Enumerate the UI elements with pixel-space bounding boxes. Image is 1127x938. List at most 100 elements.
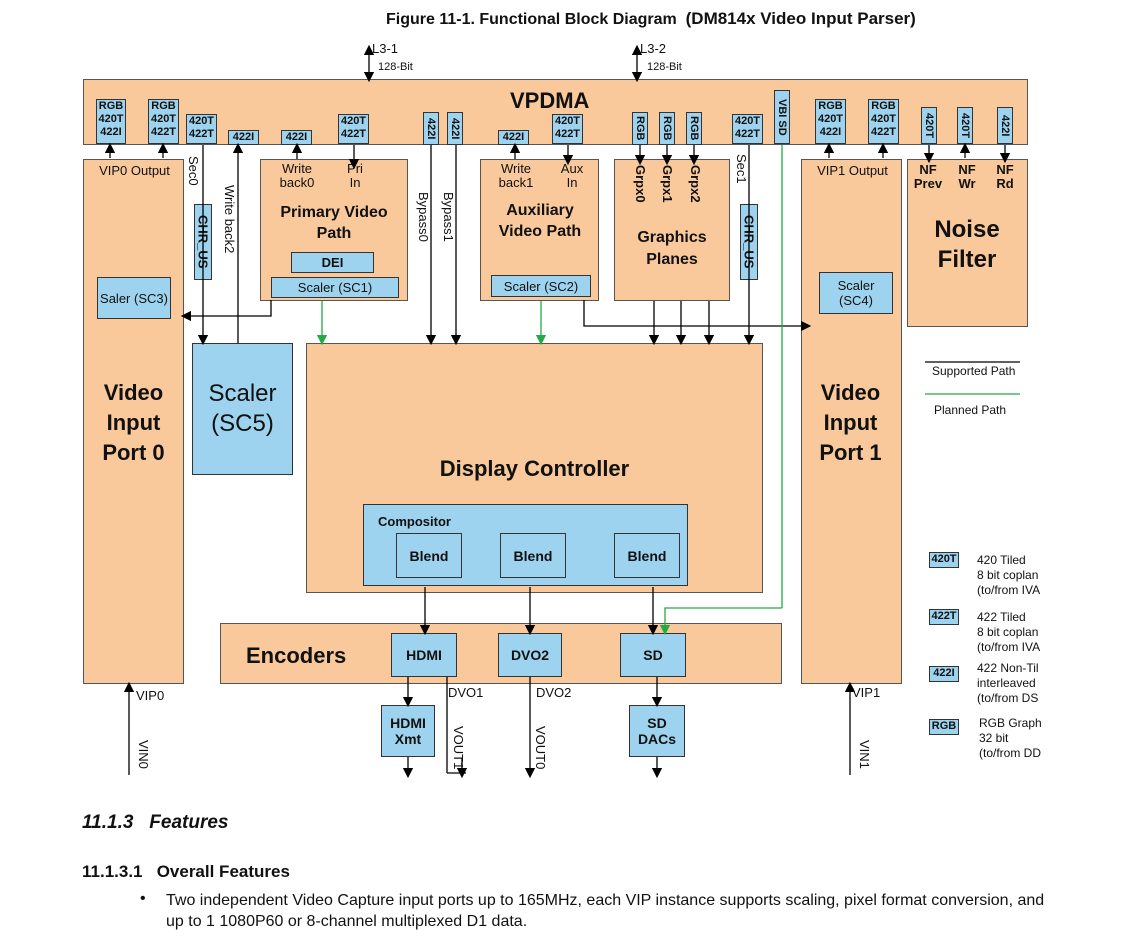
scaler-sc5-label: Scaler (SC5) bbox=[208, 380, 277, 437]
legend-422i-desc: 422 Non-Til interleaved (to/from DS bbox=[977, 661, 1039, 705]
scaler-sc2-label: Scaler (SC2) bbox=[503, 278, 579, 294]
tag-rgb: RGB bbox=[98, 100, 124, 112]
blend-block-3: Blend bbox=[614, 533, 680, 578]
compositor-label: Compositor bbox=[378, 514, 451, 529]
sec1-label: Sec1 bbox=[734, 154, 749, 184]
primary-video-path-label: Primary Video Path bbox=[280, 204, 388, 242]
encoders-label: Encoders bbox=[246, 643, 347, 668]
vin0-signal: VIN0 bbox=[136, 740, 151, 769]
figure-subtitle: (DM814x Video Input Parser) bbox=[685, 9, 916, 28]
blend-label: Blend bbox=[409, 547, 449, 564]
vpdma-tag-grpx1: RGB bbox=[659, 112, 675, 145]
saler-sc3-label: Saler (SC3) bbox=[100, 290, 168, 306]
l3-1-width: 128-Bit bbox=[378, 61, 413, 73]
scaler-sc4-block: Scaler (SC4) bbox=[819, 272, 893, 314]
sd-label: SD bbox=[643, 647, 663, 663]
bullet-text-1: Two independent Video Capture input port… bbox=[166, 892, 1045, 930]
tag-420t: 420T bbox=[98, 113, 124, 125]
l3-1-label: L3-1 bbox=[372, 41, 399, 56]
tag-420t: 420T bbox=[734, 115, 761, 127]
l3-2-width: 128-Bit bbox=[647, 61, 682, 73]
vpdma-tag-vip0-out: RGB 420T 422I bbox=[96, 99, 126, 144]
blend-block-1: Blend bbox=[396, 533, 462, 578]
sd-dacs-block: SD DACs bbox=[629, 705, 685, 757]
vip1-output-label: VIP1 Output bbox=[817, 163, 888, 178]
hdmi-block: HDMI bbox=[391, 633, 457, 677]
tag-422i: 422I bbox=[819, 126, 842, 138]
subsection-heading: 11.1.3.1 Overall Features bbox=[82, 862, 290, 881]
nf-rd-label: NF Rd bbox=[996, 162, 1014, 191]
legend-422t-desc: 422 Tiled 8 bit coplan (to/from IVA bbox=[977, 610, 1041, 654]
video-input-port0-block bbox=[83, 159, 184, 684]
scaler-sc1-label: Scaler (SC1) bbox=[297, 280, 373, 295]
grpx0-label: Grpx0 bbox=[633, 165, 648, 203]
nf-wr-label: NF Wr bbox=[958, 162, 976, 191]
scaler-sc1-block: Scaler (SC1) bbox=[271, 277, 399, 298]
l3-2-label: L3-2 bbox=[640, 41, 667, 56]
video-input-port1-label: Video Input Port 1 bbox=[819, 380, 882, 465]
tag-422i: 422I bbox=[502, 131, 525, 143]
vin1-signal: VIN1 bbox=[857, 740, 872, 769]
dei-block: DEI bbox=[291, 252, 374, 273]
video-input-port1-block bbox=[801, 159, 902, 684]
scaler-sc4-label: Scaler (SC4) bbox=[837, 278, 875, 308]
tag-420t: 420T bbox=[340, 115, 367, 127]
figure-caption-text: Figure 11-1. Functional Block Diagram bbox=[386, 11, 677, 28]
dvo2-label: DVO2 bbox=[510, 647, 550, 663]
nf-prev-label: NF Prev bbox=[913, 162, 943, 191]
dvo2-signal: DVO2 bbox=[536, 685, 572, 700]
bypass0-label: Bypass0 bbox=[416, 192, 431, 242]
vpdma-tag-nf-rd: 422I bbox=[997, 107, 1013, 144]
legend-tag-422i: 422I bbox=[929, 666, 959, 682]
graphics-planes-block bbox=[614, 159, 730, 301]
dvo1-signal: DVO1 bbox=[448, 685, 484, 700]
blend-block-2: Blend bbox=[500, 533, 566, 578]
tag-420t: 420T bbox=[554, 115, 581, 127]
scaler-sc5-block: Scaler (SC5) bbox=[192, 343, 293, 475]
tag-422t: 422T bbox=[734, 128, 761, 140]
legend-rgb-desc: RGB Graph 32 bit (to/from DD bbox=[979, 716, 1042, 760]
vpdma-tag-nf-prev: 420T bbox=[921, 107, 937, 144]
vpdma-tag-grpx2: RGB bbox=[686, 112, 702, 145]
tag-420t: 420T bbox=[870, 113, 897, 125]
noise-filter-block bbox=[907, 159, 1028, 327]
vpdma-tag-sec0: 420T 422T bbox=[186, 114, 217, 144]
figure-caption: Figure 11-1. Functional Block Diagram (D… bbox=[386, 9, 916, 29]
legend-tag-422t: 422T bbox=[929, 609, 959, 625]
bullet-marker: • bbox=[140, 890, 146, 907]
sec0-label: Sec0 bbox=[186, 156, 201, 186]
hdmi-xmt-label: HDMI Xmt bbox=[390, 715, 426, 747]
tag-422t: 422T bbox=[554, 128, 581, 140]
legend-tag-420t: 420T bbox=[929, 552, 959, 568]
write-back1-label: Write back1 bbox=[498, 161, 534, 190]
vpdma-tag-wb2: 422I bbox=[228, 130, 259, 145]
vpdma-tag-sec1: 420T 422T bbox=[732, 114, 763, 144]
tag-420t: 420T bbox=[817, 113, 844, 125]
vpdma-title: VPDMA bbox=[510, 88, 590, 113]
tag-422t: 422T bbox=[150, 126, 177, 138]
legend-supported-path: Supported Path bbox=[932, 364, 1016, 378]
display-controller-label: Display Controller bbox=[439, 456, 630, 481]
blend-label: Blend bbox=[513, 547, 553, 564]
blend-label: Blend bbox=[627, 547, 667, 564]
vpdma-tag-bypass0: 422I bbox=[423, 112, 439, 145]
hdmi-label: HDMI bbox=[406, 647, 442, 663]
tag-422i: 422I bbox=[100, 126, 122, 138]
tag-422i: 422I bbox=[232, 131, 255, 143]
vpdma-tag-vbi-sd: VBI SD bbox=[774, 90, 790, 144]
grpx1-label: Grpx1 bbox=[660, 165, 675, 203]
tag-420t: 420T bbox=[188, 115, 215, 127]
vip0-signal: VIP0 bbox=[136, 688, 165, 703]
vpdma-tag-wb0: 422I bbox=[281, 130, 312, 145]
vip0-output-label: VIP0 Output bbox=[99, 163, 170, 178]
vout0-signal: VOUT0 bbox=[533, 726, 548, 770]
legend-420t-desc: 420 Tiled 8 bit coplan (to/from IVA bbox=[977, 553, 1041, 597]
video-input-port0-label: Video Input Port 0 bbox=[102, 380, 165, 465]
section-heading: 11.1.3 Features bbox=[82, 812, 229, 833]
vpdma-tag-bypass1: 422I bbox=[447, 112, 463, 145]
saler-sc3-block: Saler (SC3) bbox=[97, 277, 171, 319]
scaler-sc2-block: Scaler (SC2) bbox=[491, 275, 591, 297]
vip1-signal: VIP1 bbox=[852, 685, 881, 700]
tag-422t: 422T bbox=[870, 126, 897, 138]
legend-planned-path: Planned Path bbox=[934, 403, 1007, 417]
